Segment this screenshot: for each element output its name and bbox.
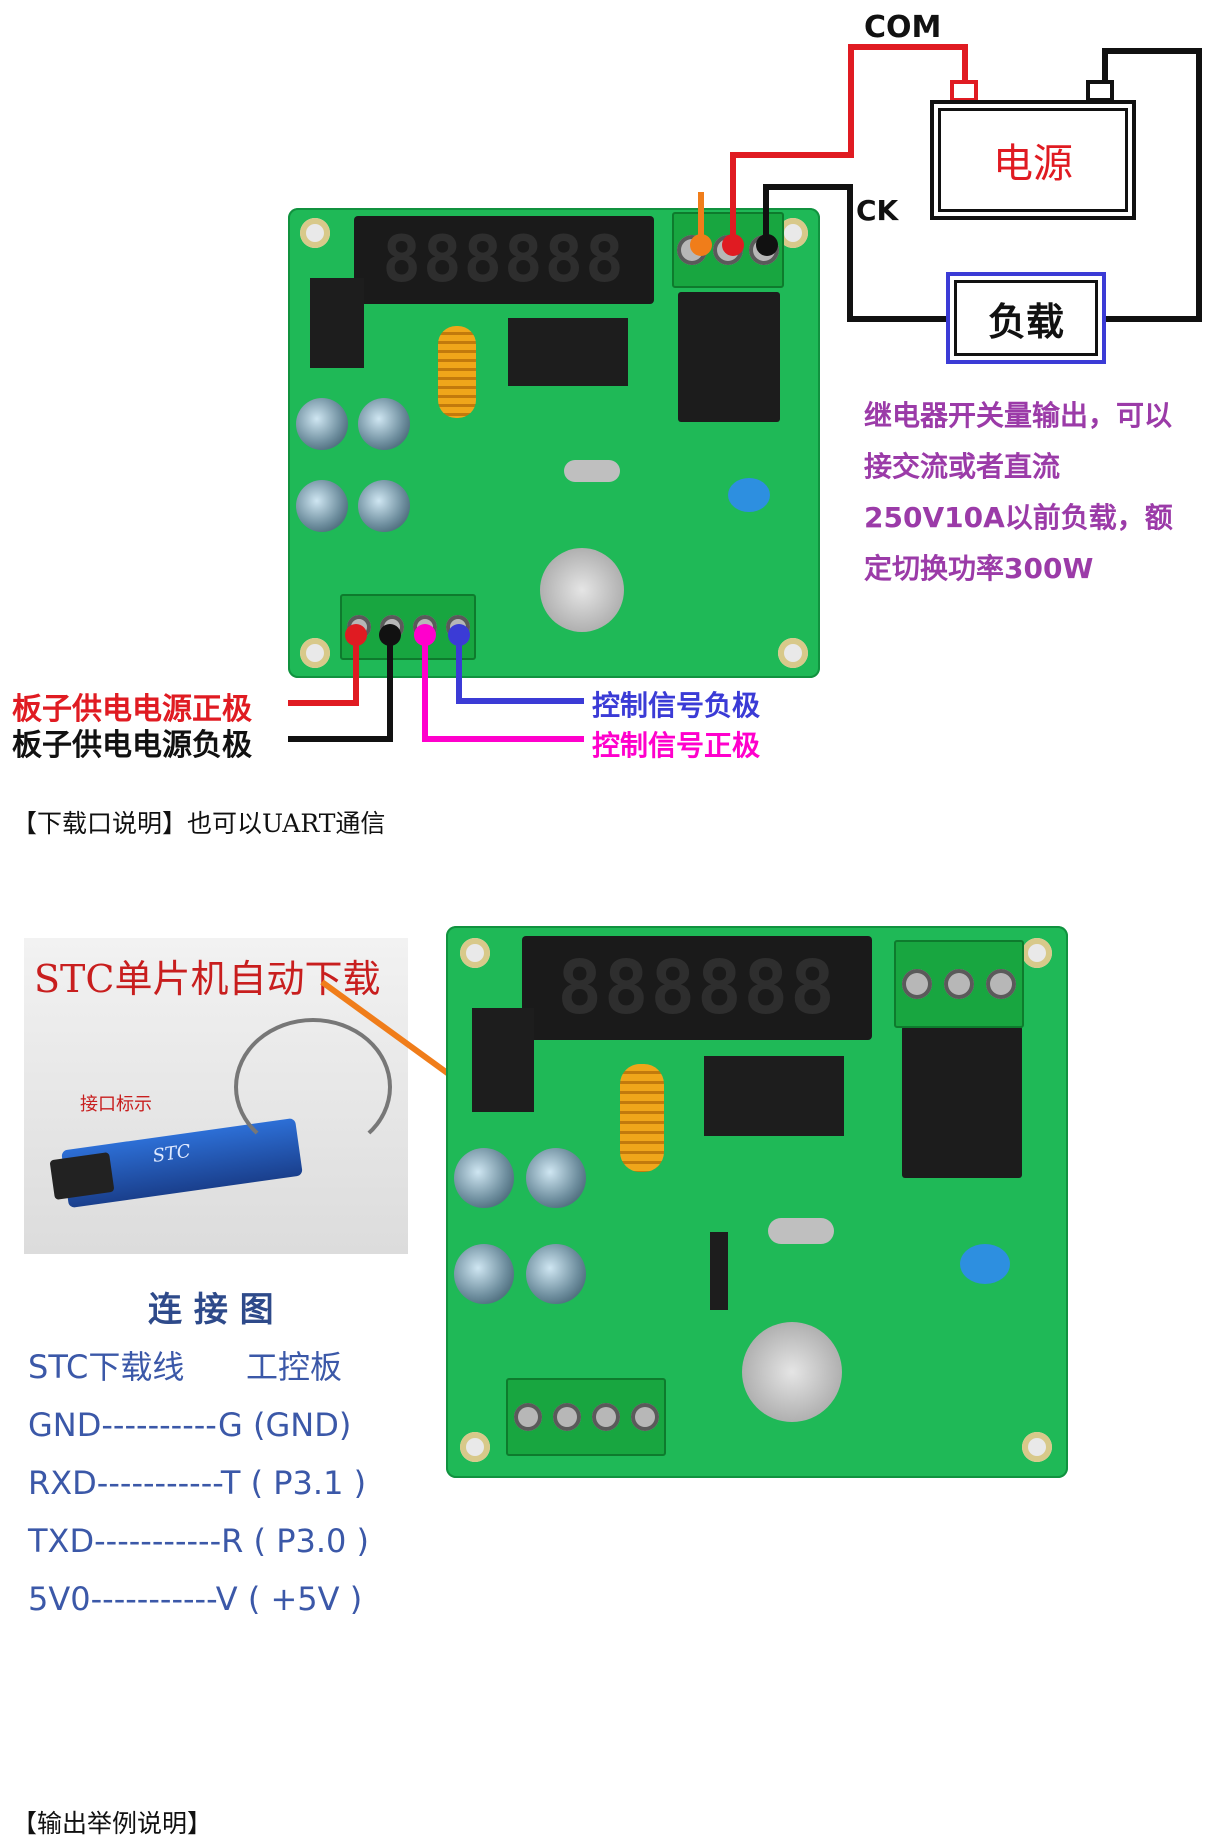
ctrl-neg-label: 控制信号负极: [592, 689, 761, 722]
power-terminal-neg: [1086, 80, 1114, 102]
download-port-heading: 【下载口说明】也可以UART通信: [12, 809, 386, 838]
seven-segment-display: 888888: [522, 936, 872, 1040]
power-load-wire: [1102, 48, 1108, 84]
capacitor: [454, 1148, 514, 1208]
orange-wire: [698, 192, 704, 236]
power-load-wire: [1106, 316, 1202, 322]
black-wire-dot: [756, 234, 778, 256]
capacitor: [296, 398, 348, 450]
mcu-chip: [508, 318, 628, 386]
relay: [678, 292, 780, 422]
relay-note-line: 250V10A以前负载，额: [864, 501, 1173, 534]
com-wire: [730, 152, 854, 158]
seven-segment-display: 888888: [354, 216, 654, 304]
output-terminal: [894, 940, 1024, 1028]
regulator-chip: [310, 278, 364, 368]
relay-note-line: 接交流或者直流: [864, 450, 1061, 483]
ctrl-neg-wire: [456, 698, 584, 704]
capacitor: [454, 1244, 514, 1304]
coin-battery: [742, 1322, 842, 1422]
pcb-board-2: 888888: [446, 926, 1068, 1478]
board-pos-label: 板子供电电源正极: [12, 692, 252, 727]
board-neg-wire: [288, 736, 393, 742]
download-header: [710, 1232, 728, 1310]
power-source-box: 电源: [930, 100, 1136, 220]
connection-row: TXD-----------R ( P3.0 ): [28, 1522, 370, 1560]
capacitor: [296, 480, 348, 532]
board-pos-wire: [353, 644, 359, 706]
blue-capacitor: [728, 478, 770, 512]
ctrl-neg-wire: [456, 644, 462, 704]
ctrl-pos-label: 控制信号正极: [592, 729, 761, 762]
capacitor: [526, 1148, 586, 1208]
connection-row: 5V0-----------V ( +5V ): [28, 1580, 363, 1618]
board-neg-wire: [387, 644, 393, 740]
black-wire-dot: [379, 624, 401, 646]
usb-plug: [49, 1152, 115, 1200]
output-example-heading: 【输出举例说明】: [12, 1809, 213, 1838]
com-wire: [848, 44, 854, 158]
coin-battery: [540, 548, 624, 632]
connection-title: 连 接 图: [148, 1290, 274, 1330]
wiring-diagram-relay: 888888 COM CK: [0, 0, 1220, 780]
ck-label: CK: [856, 194, 899, 227]
power-source-label: 电源: [993, 141, 1073, 187]
red-wire-dot: [345, 624, 367, 646]
power-load-wire: [1196, 48, 1202, 322]
cable-wires: [234, 1018, 392, 1156]
board-pos-wire: [288, 700, 359, 706]
orange-wire-dot: [690, 234, 712, 256]
photo-title: STC单片机自动下载: [34, 957, 381, 1001]
com-wire: [730, 152, 736, 236]
photo-note: 接口标示: [80, 1094, 152, 1115]
capacitor: [358, 480, 410, 532]
stc-downloader-photo: STC单片机自动下载 接口标示 STC: [24, 938, 408, 1254]
com-label: COM: [864, 10, 942, 45]
board-neg-label: 板子供电电源负极: [12, 728, 252, 763]
capacitor: [526, 1244, 586, 1304]
load-label: 负载: [987, 299, 1064, 344]
ck-wire: [763, 184, 769, 236]
blue-wire-dot: [448, 624, 470, 646]
power-terminal-pos: [950, 80, 978, 102]
table-header: STC下载线 工控板: [28, 1338, 428, 1396]
relay-note-line: 定切换功率300W: [864, 552, 1094, 585]
com-wire: [848, 44, 968, 50]
com-wire: [962, 44, 968, 88]
header-right: 工控板: [246, 1348, 343, 1386]
input-terminal: [506, 1378, 666, 1456]
capacitor: [358, 398, 410, 450]
magenta-wire-dot: [414, 624, 436, 646]
load-box: 负载: [946, 272, 1106, 364]
connection-row: GND----------G (GND): [28, 1406, 352, 1444]
relay: [902, 1026, 1022, 1178]
ctrl-pos-wire: [422, 644, 428, 740]
inductor-coil: [620, 1064, 664, 1172]
crystal: [564, 460, 620, 482]
header-left: STC下载线: [28, 1348, 185, 1386]
red-wire-dot: [722, 234, 744, 256]
regulator-chip: [472, 1008, 534, 1112]
ck-wire: [847, 184, 853, 322]
ctrl-pos-wire: [422, 736, 584, 742]
mcu-chip: [704, 1056, 844, 1136]
ck-wire: [847, 316, 951, 322]
connection-row: RXD-----------T ( P3.1 ): [28, 1464, 367, 1502]
relay-note-line: 继电器开关量输出，可以: [864, 399, 1173, 432]
inductor-coil: [438, 326, 476, 418]
connection-table: STC下载线 工控板 GND----------G (GND) RXD-----…: [28, 1338, 428, 1628]
relay-output-note: 继电器开关量输出，可以 接交流或者直流 250V10A以前负载，额 定切换功率3…: [864, 390, 1204, 594]
pcb-board-1: 888888: [288, 208, 820, 678]
usb-label: STC: [151, 1140, 193, 1167]
blue-capacitor: [960, 1244, 1010, 1284]
crystal: [768, 1218, 834, 1244]
power-load-wire: [1102, 48, 1202, 54]
ck-wire: [763, 184, 853, 190]
